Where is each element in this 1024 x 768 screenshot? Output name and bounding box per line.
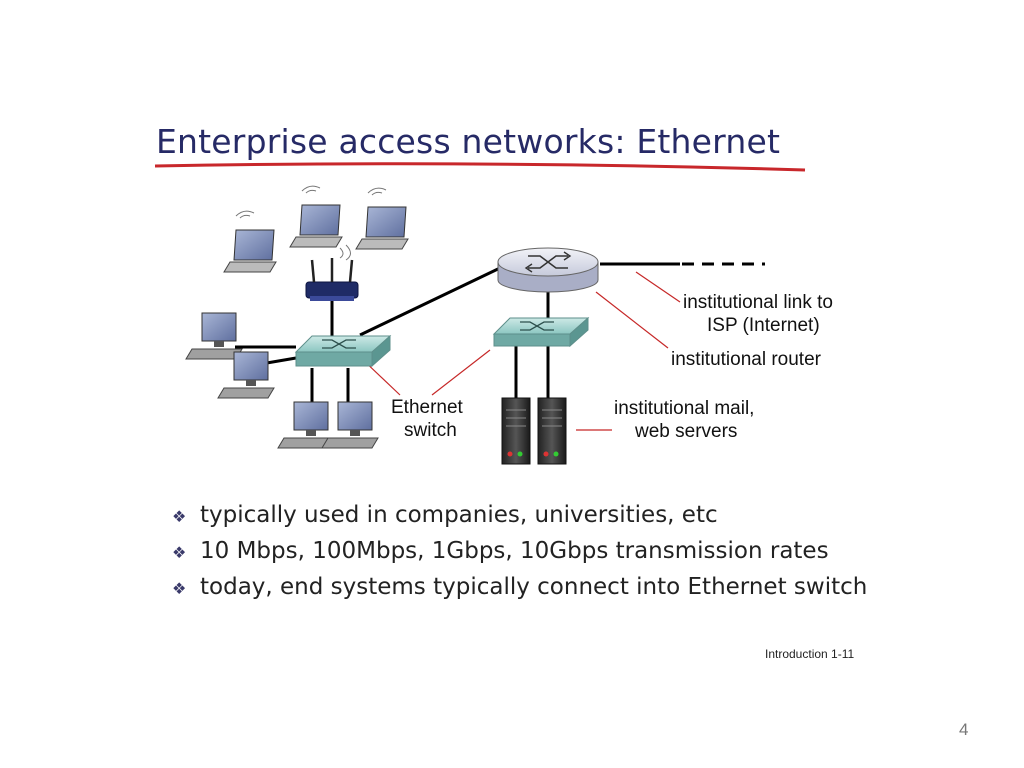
laptop-icon <box>223 210 277 273</box>
desktop-pc-icon <box>217 351 275 399</box>
cables <box>235 262 680 405</box>
page-number: 4 <box>959 720 969 739</box>
desktop-pc-icon <box>185 312 243 360</box>
label-isp-link-2: ISP (Internet) <box>707 315 820 336</box>
bullet-list: ❖typically used in companies, universiti… <box>170 500 870 608</box>
bullet-item: ❖typically used in companies, universiti… <box>170 500 870 531</box>
router-icon <box>497 247 599 293</box>
bullet-item: ❖10 Mbps, 100Mbps, 1Gbps, 10Gbps transmi… <box>170 536 870 567</box>
ethernet-switch-icon <box>294 334 392 368</box>
label-ethernet-switch-2: switch <box>404 420 457 441</box>
laptop-icon <box>355 187 409 250</box>
source-caption: Introduction 1-11 <box>765 647 855 661</box>
desktop-pc-icon <box>277 401 335 449</box>
laptop-icon <box>289 185 343 248</box>
desktop-pc-icon <box>321 401 379 449</box>
label-institutional-router: institutional router <box>671 349 821 370</box>
bullet-diamond-icon: ❖ <box>172 579 187 598</box>
server-icon <box>537 397 567 465</box>
label-servers-2: web servers <box>635 421 738 442</box>
label-servers: institutional mail, <box>614 398 755 419</box>
bullet-diamond-icon: ❖ <box>172 507 187 526</box>
bullet-diamond-icon: ❖ <box>172 543 187 562</box>
label-isp-link: institutional link to <box>683 292 833 313</box>
label-ethernet-switch: Ethernet <box>391 397 463 418</box>
server-icon <box>501 397 531 465</box>
slide-title: Enterprise access networks: Ethernet <box>156 122 781 161</box>
wireless-router-icon <box>305 244 359 301</box>
ethernet-switch-icon <box>492 316 590 348</box>
bullet-item: ❖today, end systems typically connect in… <box>170 572 870 603</box>
title-underline <box>154 162 806 172</box>
